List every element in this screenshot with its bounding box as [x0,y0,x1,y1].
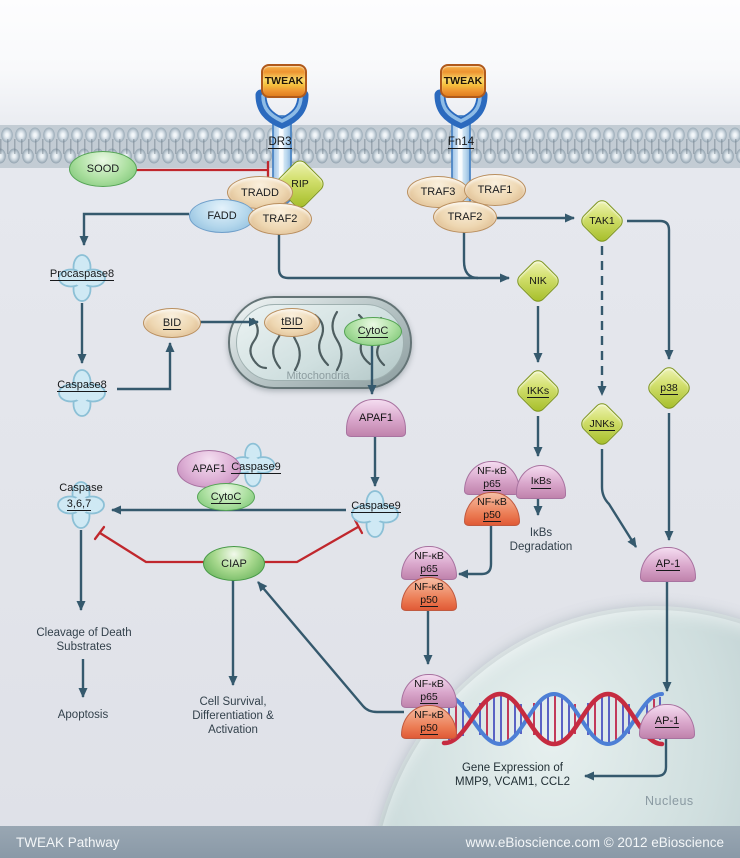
procaspase8-node [54,250,110,311]
procaspase8-label: Procaspase8 [49,268,115,281]
fn14-receptor-label: Fn14 [447,136,475,149]
jnks-node: JNKs [577,399,627,449]
tweak-ligand-dr3: TWEAK [261,64,307,98]
fadd-node: FADD [189,199,255,233]
apaf1-node: APAF1 [346,399,406,437]
caspase8-label: Caspase8 [57,379,107,392]
caspase8-node [54,365,110,426]
traf1-node: TRAF1 [464,174,526,206]
ciap-node: CIAP [203,546,265,581]
ikbs-degradation-text: IκBs Degradation [509,527,573,553]
tbid-node: tBID [264,308,320,337]
ebioscience-link[interactable]: www.eBioscience.com © 2012 eBioscience [465,834,724,850]
tweak-ligand-fn14: TWEAK [440,64,486,98]
tweak-label: TWEAK [264,75,304,87]
cytoc-complex-node: CytoC [197,483,255,511]
caspase9-label: Caspase9 [351,500,401,513]
jnks-label: JNKs [589,417,615,431]
traf2-dr3-node: TRAF2 [248,203,312,235]
pathway-title: TWEAK Pathway [16,834,120,850]
tweak-label: TWEAK [443,75,483,87]
caspase367-label-line1: Caspase [59,482,103,494]
cleavage-text: Cleavage of Death Substrates [36,627,132,653]
plasma-membrane [0,125,740,168]
mitochondria-label: Mitochondria [286,370,350,382]
cell-survival-text: Cell Survival, Differentiation & Activat… [192,696,274,736]
nik-node: NIK [513,256,563,306]
ikbs-node: IκBs [516,465,566,499]
extracellular-space [0,0,740,126]
nucleus-label: Nucleus [645,794,694,808]
ikks-label: IKKs [526,384,550,398]
title-bar: TWEAK Pathway www.eBioscience.com © 2012… [0,826,740,858]
caspase9-complex-node [227,439,279,496]
tak1-node: TAK1 [577,196,627,246]
bid-node: BID [143,308,201,338]
p38-label: p38 [660,381,678,395]
caspase367-label-line2: 3,6,7 [66,498,92,511]
caspase367-node [53,477,109,538]
p38-node: p38 [644,363,694,413]
dr3-receptor-label: DR3 [268,136,292,149]
apoptosis-text: Apoptosis [57,709,109,721]
caspase9-complex-label: Caspase9 [231,461,281,474]
traf2-fn14-node: TRAF2 [433,201,497,233]
sood-node: SOOD [69,151,137,187]
apaf1-complex-node: APAF1 [177,450,241,488]
ikks-node: IKKs [513,366,563,416]
cytoc-mito-node: CytoC [344,317,402,346]
rip-node: RIP [273,157,327,211]
lipid-tails [0,139,740,154]
caspase9-node [347,486,403,547]
gene-expression-text: Gene Expression of MMP9, VCAM1, CCL2 [454,762,571,788]
